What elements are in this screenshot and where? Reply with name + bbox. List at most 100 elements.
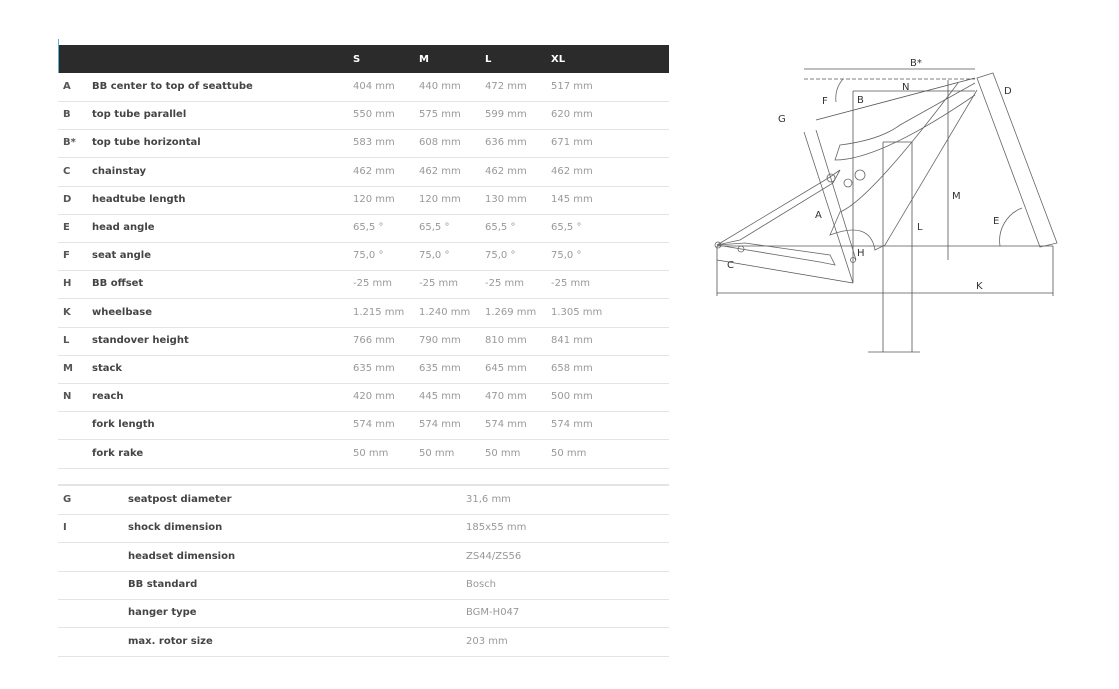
spec-row: headset dimension ZS44/ZS56: [58, 543, 669, 572]
size-value: 1.305 mm: [551, 306, 603, 318]
size-value: 75,0 °: [485, 250, 516, 262]
row-key: H: [63, 278, 72, 290]
size-value: 1.215 mm: [353, 306, 405, 318]
spec-value: ZS44/ZS56: [466, 550, 522, 562]
size-value: 550 mm: [353, 109, 395, 121]
row-label: standover height: [92, 334, 189, 346]
size-value: -25 mm: [353, 278, 392, 290]
spec-label: max. rotor size: [128, 635, 213, 647]
size-value: 841 mm: [551, 334, 593, 346]
size-value: 50 mm: [551, 447, 587, 459]
size-value: 583 mm: [353, 137, 395, 149]
size-value: 635 mm: [353, 363, 395, 374]
label-e: E: [993, 216, 999, 227]
size-l-header: L: [485, 54, 492, 65]
row-key: D: [63, 193, 72, 205]
label-n: N: [902, 82, 909, 93]
size-value: 472 mm: [485, 81, 527, 92]
row-label: top tube parallel: [92, 109, 187, 121]
size-xl-header: XL: [551, 54, 566, 65]
size-value: 575 mm: [419, 109, 461, 121]
size-value: 636 mm: [485, 137, 527, 149]
size-value: 462 mm: [419, 165, 461, 177]
size-value: 462 mm: [551, 165, 593, 177]
size-value: 462 mm: [353, 165, 395, 177]
size-value: 671 mm: [551, 137, 593, 149]
size-value: 65,5 °: [419, 222, 450, 233]
size-value: 1.240 mm: [419, 306, 471, 318]
size-value: 130 mm: [485, 193, 527, 205]
size-value: 608 mm: [419, 137, 461, 149]
size-value: 500 mm: [551, 391, 593, 403]
label-c: C: [727, 260, 734, 271]
spec-key: G: [63, 494, 72, 505]
size-value: 790 mm: [419, 334, 461, 346]
size-value: 658 mm: [551, 363, 593, 374]
spec-label: shock dimension: [128, 522, 223, 534]
row-key: B: [63, 109, 71, 121]
row-label: wheelbase: [92, 306, 152, 318]
row-label: seat angle: [92, 250, 151, 262]
spec-value: 185x55 mm: [466, 522, 527, 534]
spec-value: Bosch: [466, 578, 497, 590]
label-b-star: B*: [910, 58, 922, 69]
label-h: H: [857, 248, 865, 259]
size-value: 145 mm: [551, 193, 593, 205]
row-key: N: [63, 391, 72, 403]
row-label: fork rake: [92, 447, 144, 459]
row-label: top tube horizontal: [92, 137, 201, 149]
frame-outline: [714, 72, 1058, 284]
label-k: K: [976, 281, 983, 292]
size-value: 50 mm: [353, 447, 389, 459]
label-a: A: [815, 210, 822, 221]
row-key: E: [63, 222, 70, 233]
geometry-table-header: S M L XL: [58, 39, 669, 73]
size-value: 50 mm: [419, 447, 455, 459]
spec-label: BB standard: [128, 578, 198, 590]
size-value: 50 mm: [485, 447, 521, 459]
spec-label: hanger type: [128, 607, 197, 619]
row-label: reach: [92, 391, 124, 403]
spec-value: 31,6 mm: [466, 494, 511, 505]
size-value: 574 mm: [419, 419, 461, 431]
size-value: 574 mm: [551, 419, 593, 431]
size-value: 120 mm: [353, 193, 395, 205]
size-value: 810 mm: [485, 334, 527, 346]
label-l: L: [917, 222, 923, 233]
row-label: stack: [92, 363, 123, 374]
label-m: M: [952, 191, 961, 202]
size-value: -25 mm: [485, 278, 524, 290]
table-row: fork rake 50 mm 50 mm 50 mm 50 mm: [58, 440, 669, 469]
size-value: 599 mm: [485, 109, 527, 121]
label-d: D: [1004, 86, 1012, 97]
size-value: 445 mm: [419, 391, 461, 403]
size-value: 75,0 °: [551, 250, 582, 262]
size-value: 574 mm: [485, 419, 527, 431]
dimension-lines: [716, 68, 1054, 353]
spec-label: headset dimension: [128, 550, 236, 562]
row-label: BB offset: [92, 278, 144, 290]
row-label: head angle: [92, 222, 155, 233]
size-value: 404 mm: [353, 81, 395, 92]
size-value: 470 mm: [485, 391, 527, 403]
size-value: -25 mm: [419, 278, 458, 290]
size-value: 75,0 °: [419, 250, 450, 262]
size-value: 645 mm: [485, 363, 527, 374]
size-value: 420 mm: [353, 391, 395, 403]
row-key: A: [63, 81, 71, 92]
size-s-header: S: [353, 54, 361, 65]
size-value: 635 mm: [419, 363, 461, 374]
row-key: F: [63, 250, 70, 262]
